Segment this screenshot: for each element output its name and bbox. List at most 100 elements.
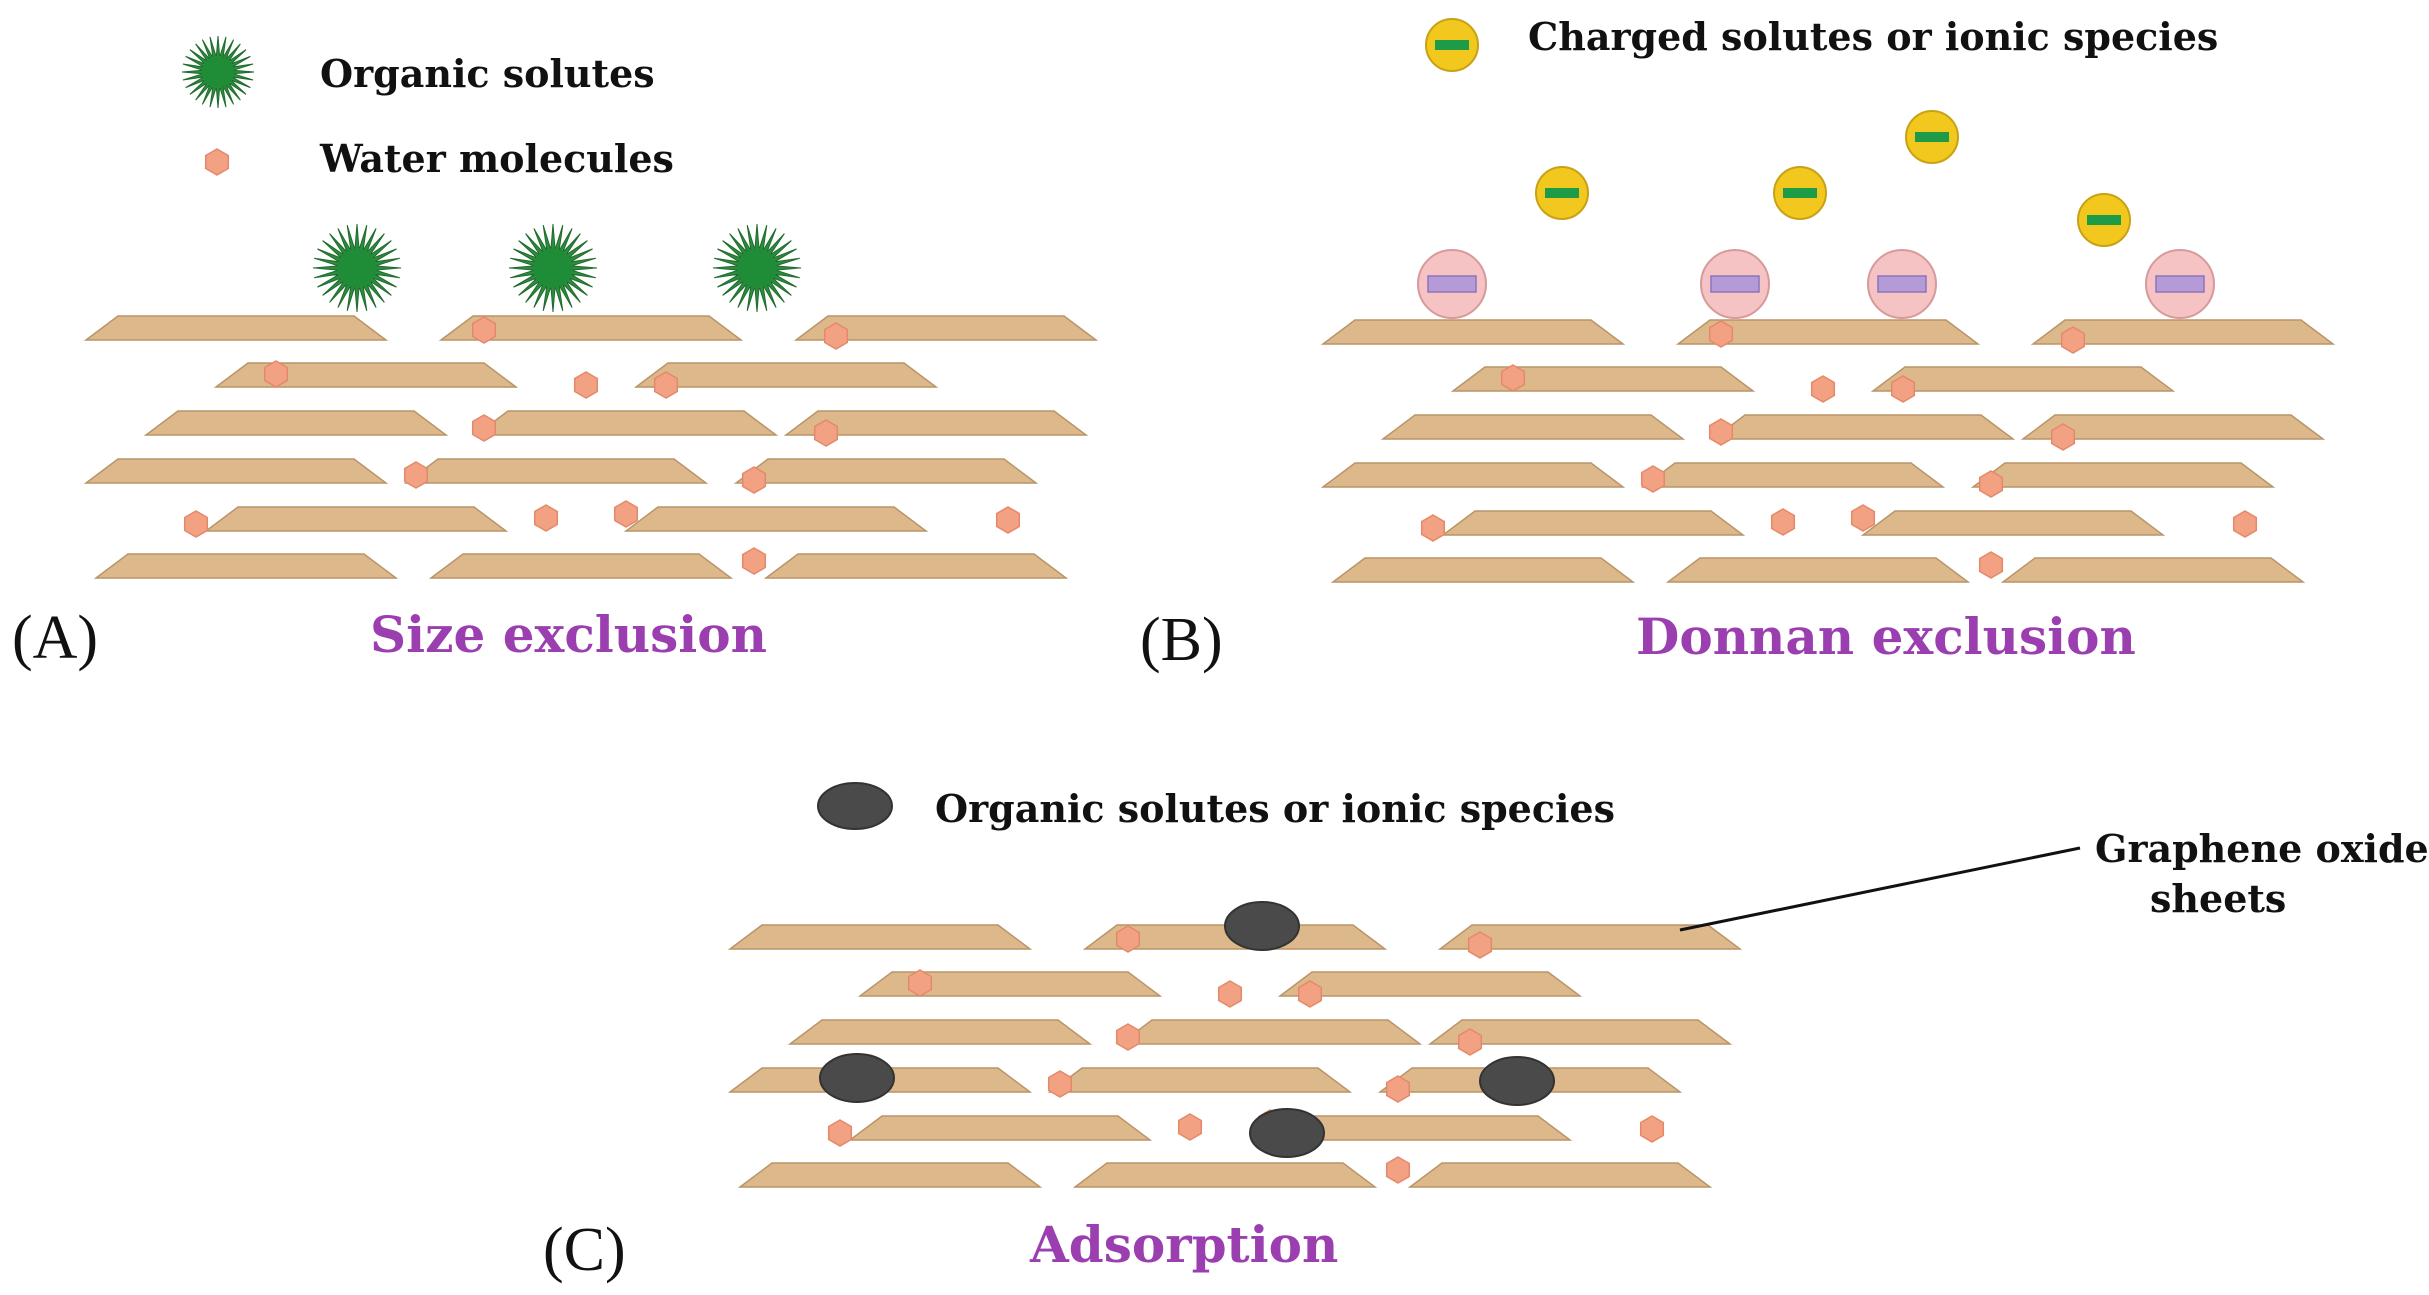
graphene-oxide-sheet	[1330, 557, 1636, 583]
water-molecule	[471, 414, 497, 442]
graphene-oxide-sheet	[143, 410, 449, 436]
graphene-oxide-sheet	[623, 506, 929, 532]
graphene-oxide-callout: Graphene oxide sheets	[1679, 826, 2429, 932]
water-molecule	[1770, 508, 1796, 536]
adsorbed-solute	[1479, 1056, 1555, 1106]
graphene-oxide-sheet	[1047, 1067, 1353, 1093]
callout-label-line1: Graphene oxide	[2095, 826, 2429, 871]
legend-charged-solutes: Charged solutes or ionic species	[1425, 14, 2218, 72]
water-molecule	[1978, 551, 2004, 579]
water-molecule	[2232, 510, 2258, 538]
panel-c-title: Adsorption	[1029, 1215, 1338, 1274]
organic-solute-star	[181, 35, 255, 109]
graphene-oxide-sheet	[1970, 462, 2276, 488]
graphene-oxide-sheet	[93, 553, 399, 579]
graphene-oxide-sheet	[857, 971, 1163, 997]
water-molecule	[1640, 465, 1666, 493]
graphene-oxide-sheet	[783, 410, 1089, 436]
legend-water-molecules-label: Water molecules	[319, 136, 674, 181]
graphene-oxide-sheet	[727, 924, 1033, 950]
water-molecule	[613, 500, 639, 528]
panel-b-title: Donnan exclusion	[1636, 607, 2136, 666]
graphene-oxide-sheet	[2030, 319, 2336, 345]
adsorbed-solute	[1249, 1108, 1325, 1158]
water-molecule	[741, 547, 767, 575]
water-molecule	[183, 510, 209, 538]
water-molecule	[1115, 925, 1141, 953]
graphene-oxide-sheet	[1440, 510, 1746, 536]
water-molecule	[573, 371, 599, 399]
graphene-oxide-sheet	[763, 553, 1069, 579]
water-molecule	[533, 504, 559, 532]
water-molecule	[813, 419, 839, 447]
water-molecule	[907, 969, 933, 997]
charged-solute-icon	[1425, 18, 1479, 72]
graphene-oxide-sheet	[1407, 1162, 1713, 1188]
callout-label-line2: sheets	[2150, 876, 2286, 921]
graphene-oxide-sheet	[1675, 319, 1981, 345]
water-molecule	[1047, 1070, 1073, 1098]
fixed-charge-site	[1417, 249, 1487, 319]
legend-water-molecules: Water molecules	[204, 136, 674, 181]
water-molecule	[1297, 980, 1323, 1008]
water-molecule	[403, 461, 429, 489]
adsorbed-solute	[1224, 901, 1300, 951]
water-molecule	[1810, 375, 1836, 403]
water-molecule	[1890, 375, 1916, 403]
water-molecule	[1457, 1028, 1483, 1056]
panel-size-exclusion	[83, 223, 1099, 579]
water-molecule	[1177, 1113, 1203, 1141]
graphene-oxide-sheet	[733, 458, 1039, 484]
legend-charged-solutes-label: Charged solutes or ionic species	[1528, 14, 2218, 59]
water-molecule	[2060, 326, 2086, 354]
graphene-oxide-sheet	[1870, 366, 2176, 392]
graphene-oxide-sheet	[1437, 924, 1743, 950]
graphene-oxide-sheet	[793, 315, 1099, 341]
organic-solute-star	[508, 223, 598, 313]
water-molecule	[827, 1119, 853, 1147]
graphene-oxide-sheet	[1380, 414, 1686, 440]
water-molecule	[1217, 980, 1243, 1008]
water-molecule	[1708, 418, 1734, 446]
organic-solute-star	[712, 223, 802, 313]
graphene-oxide-sheet	[203, 506, 509, 532]
graphene-oxide-sheet	[1320, 319, 1626, 345]
legend-organic-solutes-label: Organic solutes	[320, 51, 655, 96]
graphene-oxide-sheet	[438, 315, 744, 341]
graphene-oxide-sheet	[403, 458, 709, 484]
water-molecule	[1639, 1115, 1665, 1143]
organic-solute-star	[312, 223, 402, 313]
graphene-oxide-sheet	[1450, 366, 1756, 392]
graphene-oxide-sheet	[1320, 462, 1626, 488]
charged-solute	[1773, 166, 1827, 220]
fixed-charge-site	[1867, 249, 1937, 319]
water-molecule	[995, 506, 1021, 534]
legend-organic-or-ionic-label: Organic solutes or ionic species	[935, 786, 1615, 831]
callout-line	[1679, 846, 2081, 932]
water-molecule	[1850, 504, 1876, 532]
water-molecule	[1467, 931, 1493, 959]
water-molecule	[1385, 1075, 1411, 1103]
graphene-oxide-sheet	[1277, 971, 1583, 997]
water-molecule	[1500, 364, 1526, 392]
water-molecule	[1708, 320, 1734, 348]
panel-b-letter: (B)	[1140, 606, 1223, 674]
legend-organic-or-ionic: Organic solutes or ionic species	[817, 782, 1615, 831]
water-molecule-icon	[204, 148, 230, 176]
charged-solute	[2077, 193, 2131, 247]
graphene-oxide-sheet	[1640, 462, 1946, 488]
panel-donnan-exclusion	[1320, 110, 2336, 583]
water-molecule	[1115, 1023, 1141, 1051]
water-molecule	[741, 466, 767, 494]
graphene-oxide-sheet	[2020, 414, 2326, 440]
water-molecule	[823, 322, 849, 350]
legend-organic-solutes: Organic solutes	[181, 35, 655, 109]
adsorbed-solute	[819, 1053, 895, 1103]
water-molecule	[2050, 423, 2076, 451]
graphene-oxide-sheet	[1860, 510, 2166, 536]
water-molecule	[1385, 1156, 1411, 1184]
fixed-charge-site	[2145, 249, 2215, 319]
graphene-oxide-sheet	[1427, 1019, 1733, 1045]
charged-solute	[1905, 110, 1959, 164]
